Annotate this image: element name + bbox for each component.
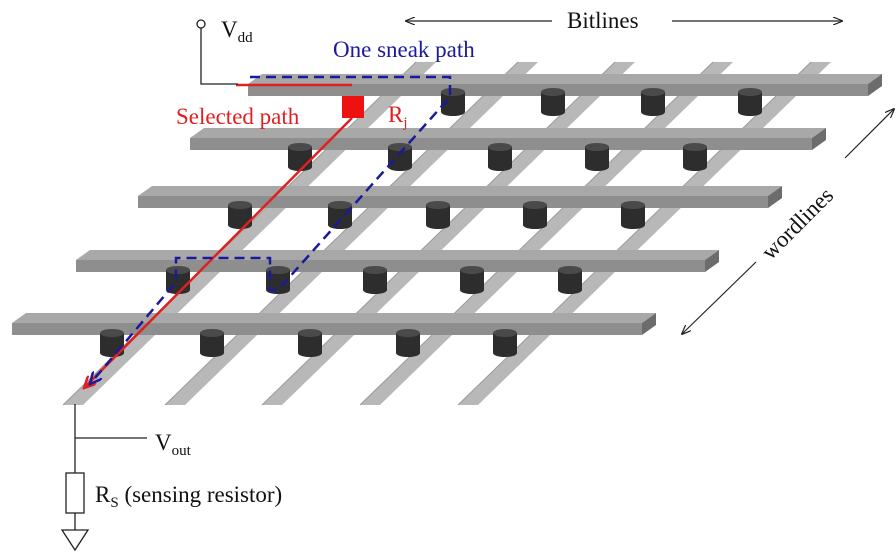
sensing-resistor-label: RS (sensing resistor) [95,482,283,511]
memristor-cell [683,143,707,171]
wordline-5 [12,323,642,335]
vdd-label: Vdd [221,17,253,46]
sneak-path-label: One sneak path [333,37,475,62]
wordline-end-3 [768,186,782,208]
memristor-cell [328,201,352,229]
selected-path-arrow [84,117,353,388]
memristor-cell [426,201,450,229]
memristor-cell [738,88,762,116]
wordlines-arrow-up [844,109,894,159]
vdd-terminal [196,19,238,85]
wordline-top-4 [76,250,719,260]
wordline-top-3 [138,186,782,196]
wordline-top-1 [248,74,882,84]
wordlines-dimension-arrow [682,109,894,334]
selected-memristor [342,96,364,118]
memristor-cell [488,143,512,171]
wordline-end-4 [705,250,719,272]
memristor-cell [388,143,412,171]
memristor-cell [298,329,322,357]
wordline-top-2 [190,128,826,138]
vdd-terminal-circle [196,19,206,29]
memristor-cell [641,88,665,116]
memristor-cell [228,201,252,229]
vdd-wire [200,28,238,85]
wordlines-arrow-down [682,261,757,334]
vout-label: Vout [155,430,191,459]
rj-label: Rj [388,102,408,131]
memristor-cell [200,329,224,357]
sensing-resistor [65,472,85,514]
wordline-4 [76,260,705,272]
sneak-path-line [90,75,452,384]
ground-symbol [60,529,90,552]
bitlines-label: Bitlines [567,8,639,33]
memristor-cell [541,88,565,116]
memristor-cell [396,329,420,357]
wordline-top-5 [12,313,656,323]
memristor-cell [288,143,312,171]
wordline-end-5 [642,313,656,335]
wordline-3 [138,196,768,208]
selected-path-label: Selected path [176,104,300,129]
wordline-end-2 [812,128,826,150]
memristor-cells-group [100,88,762,357]
memristor-cell [460,266,484,294]
memristor-cell [441,88,465,116]
memristor-cell [558,266,582,294]
wordline-end-1 [868,74,882,96]
memristor-cell [493,329,517,357]
sneak-path [90,75,452,384]
memristor-cell [523,201,547,229]
memristor-cell [363,266,387,294]
wordlines-group [12,74,882,335]
memristor-cell [585,143,609,171]
selected-path [84,83,364,388]
output-circuit [60,404,147,552]
memristor-cell [621,201,645,229]
